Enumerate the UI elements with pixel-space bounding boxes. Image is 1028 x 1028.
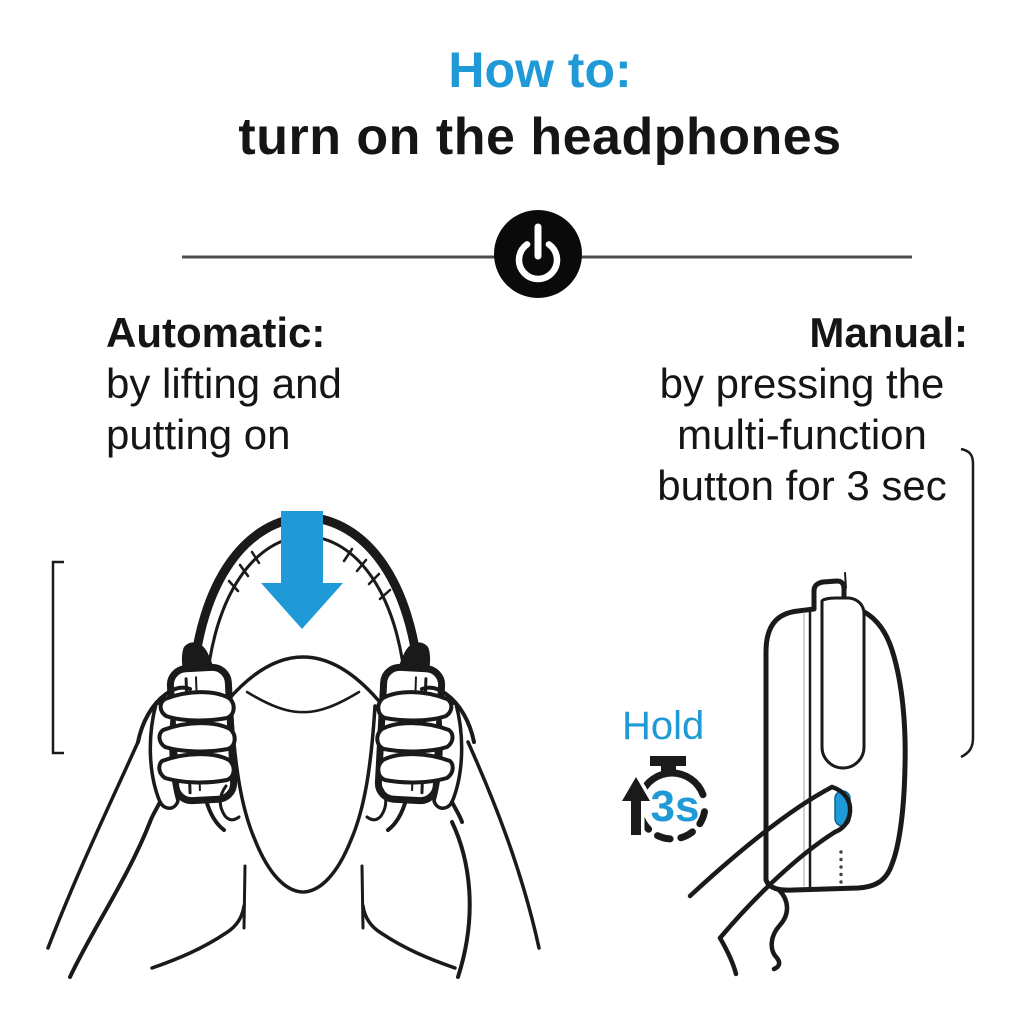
page-title: How to:	[448, 42, 632, 98]
earcup-button-illustration	[687, 572, 908, 977]
hold-label: Hold	[622, 704, 705, 748]
hold-duration: 3s	[650, 782, 700, 831]
power-icon	[494, 210, 582, 298]
left-bracket	[51, 560, 64, 755]
arms	[46, 740, 541, 979]
right-ear	[365, 784, 388, 822]
left-yoke-stem	[204, 798, 226, 832]
down-arrow-icon	[261, 511, 343, 629]
right-bracket	[960, 447, 975, 759]
stopwatch-solid-arc	[637, 769, 707, 799]
manual-line-3: button for 3 sec	[657, 462, 947, 509]
automatic-line-1: by lifting and	[106, 360, 342, 407]
led-indicator-dots	[839, 850, 843, 884]
pressing-finger	[687, 784, 853, 977]
page-subtitle: turn on the headphones	[238, 108, 842, 166]
manual-heading: Manual:	[809, 309, 968, 356]
manual-line-1: by pressing the	[659, 360, 945, 407]
left-ear	[218, 784, 241, 822]
automatic-heading: Automatic:	[106, 309, 326, 356]
neck-shoulders	[150, 864, 457, 970]
stopwatch-icon	[618, 756, 708, 843]
right-hand	[375, 685, 476, 824]
slider-channel	[820, 596, 866, 770]
divider	[182, 210, 912, 298]
manual-method-text: by pressing the multi-function button fo…	[634, 358, 970, 511]
right-yoke-stem	[386, 798, 408, 832]
manual-line-2: multi-function	[677, 411, 927, 458]
automatic-line-2: putting on	[106, 411, 291, 458]
up-arrow-icon	[622, 777, 650, 835]
face	[218, 655, 388, 894]
automatic-method-text: Automatic: by lifting and putting on	[106, 307, 342, 460]
left-hand	[136, 685, 237, 824]
